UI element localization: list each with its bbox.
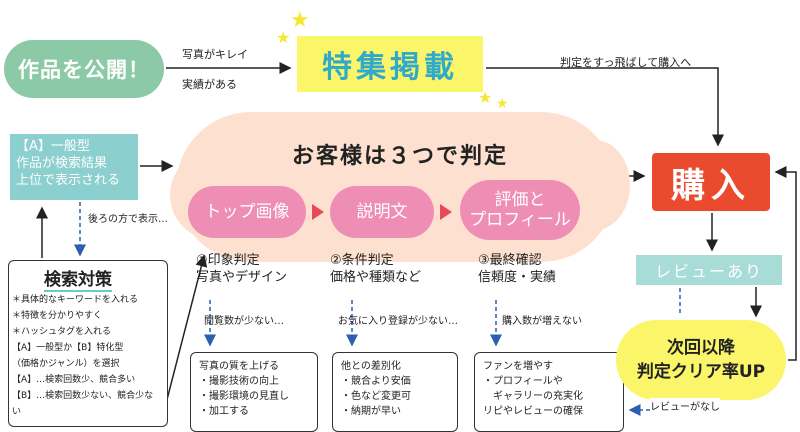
search-title: 検索対策 <box>44 265 112 292</box>
improve-item: ・納期が早い <box>341 406 401 417</box>
star-icon: ★ <box>478 88 493 107</box>
buy-label: 購入 <box>671 165 751 206</box>
edge-label-photo: 写真がキレイ <box>182 48 248 61</box>
search-item: ＊特徴を分かりやすく <box>12 311 103 321</box>
judge-2-detail: 価格や種類など <box>330 270 422 285</box>
review-node: レビューあり <box>636 255 782 285</box>
type-a-box: 【A】一般型 作品が検索結果 上位で表示される <box>10 134 138 200</box>
search-item: ＊具体的なキーワードを入れる <box>12 295 139 305</box>
repeat-line1: 次回以降 <box>667 338 735 358</box>
connector-lines <box>36 62 797 419</box>
step-description: 説明文 <box>330 186 434 238</box>
improve-box-3: ファンを増やす ・プロフィールや ギャラリーの充実化 リピやレビューの確保 <box>474 352 624 432</box>
step-top-image-label: トップ画像 <box>204 202 290 222</box>
type-a-line1: 【A】一般型 <box>16 139 90 154</box>
star-icon: ★ <box>276 28 291 47</box>
step-review-profile: 評価と プロフィール <box>460 180 580 240</box>
improve-item: ・プロフィールや <box>483 376 563 387</box>
buy-node: 購入 <box>652 153 770 211</box>
arrow-right-icon <box>440 204 452 220</box>
search-item: ＊ハッシュタグを入れる <box>12 327 112 337</box>
judge-1: ①印象判定 写真やデザイン <box>196 252 287 286</box>
review-label: レビューあり <box>654 262 763 281</box>
edge-label-record: 実績がある <box>182 78 237 91</box>
improve-item: 写真の質を上げる <box>199 361 279 372</box>
note-3: 購入数が増えない <box>502 316 582 327</box>
step-review-label-2: プロフィール <box>469 210 571 230</box>
search-list: ＊具体的なキーワードを入れる ＊特徴を分かりやすく ＊ハッシュタグを入れる 【A… <box>12 292 162 420</box>
step-description-label: 説明文 <box>356 202 408 222</box>
type-a-line2: 作品が検索結果 <box>16 156 108 171</box>
edge-label-skip: 判定をすっ飛ばして購入へ <box>560 56 692 69</box>
improve-item: ・競合より安価 <box>341 376 411 387</box>
no-review-label: レビューがなし <box>650 398 720 413</box>
type-a-note: 後ろの方で表示… <box>88 214 168 225</box>
improve-box-1: 写真の質を上げる ・撮影技術の向上 ・撮影環境の見直し ・加工する <box>190 352 318 432</box>
judge-2: ②条件判定 価格や種類など <box>330 252 421 286</box>
step-review-label-1: 評価と <box>494 190 546 210</box>
cloud-title: お客様は３つで判定 <box>291 144 508 169</box>
search-item: （価格かジャンル）を選択 <box>12 359 120 369</box>
judge-1-detail: 写真やデザイン <box>196 270 288 285</box>
improve-box-2: 他との差別化 ・競合より安価 ・色など変更可 ・納期が早い <box>332 352 458 432</box>
star-icon: ★ <box>496 96 509 112</box>
improve-item: ・撮影技術の向上 <box>199 376 279 387</box>
improve-item: ファンを増やす <box>483 361 553 372</box>
search-item: 【B】…検索回数少ない、競合少ない <box>12 391 154 417</box>
improve-item: ・加工する <box>199 406 249 417</box>
note-1: 閲覧数が少ない… <box>204 316 284 327</box>
search-item: 【A】…検索回数少、競合多い <box>12 375 136 385</box>
note-2: お気に入り登録が少ない… <box>338 316 458 327</box>
publish-label: 作品を公開！ <box>18 58 150 82</box>
type-a-line3: 上位で表示される <box>16 173 121 188</box>
repeat-line2: 判定クリア率UP <box>636 362 766 382</box>
judge-3-title: ③最終確認 <box>478 253 542 268</box>
feature-label: 特集掲載 <box>322 50 458 85</box>
judge-3-detail: 信頼度・実績 <box>478 270 557 285</box>
publish-node: 作品を公開！ <box>4 40 164 98</box>
repeat-node: 次回以降 判定クリア率UP <box>616 320 786 400</box>
search-item: 【A】一般型か【B】特化型 <box>12 343 124 353</box>
arrow-right-icon <box>312 204 324 220</box>
judge-2-title: ②条件判定 <box>330 253 394 268</box>
feature-node: 特集掲載 <box>297 36 483 92</box>
search-box <box>8 260 168 427</box>
judge-3: ③最終確認 信頼度・実績 <box>478 252 556 286</box>
star-icon: ★ <box>290 8 310 33</box>
step-top-image: トップ画像 <box>188 186 306 238</box>
improve-item: 他との差別化 <box>341 361 401 372</box>
improve-item: ・撮影環境の見直し <box>199 391 289 402</box>
improve-item: ギャラリーの充実化 <box>483 391 583 402</box>
improve-item: リピやレビューの確保 <box>483 406 583 417</box>
judge-1-title: ①印象判定 <box>196 253 260 268</box>
improve-item: ・色など変更可 <box>341 391 411 402</box>
